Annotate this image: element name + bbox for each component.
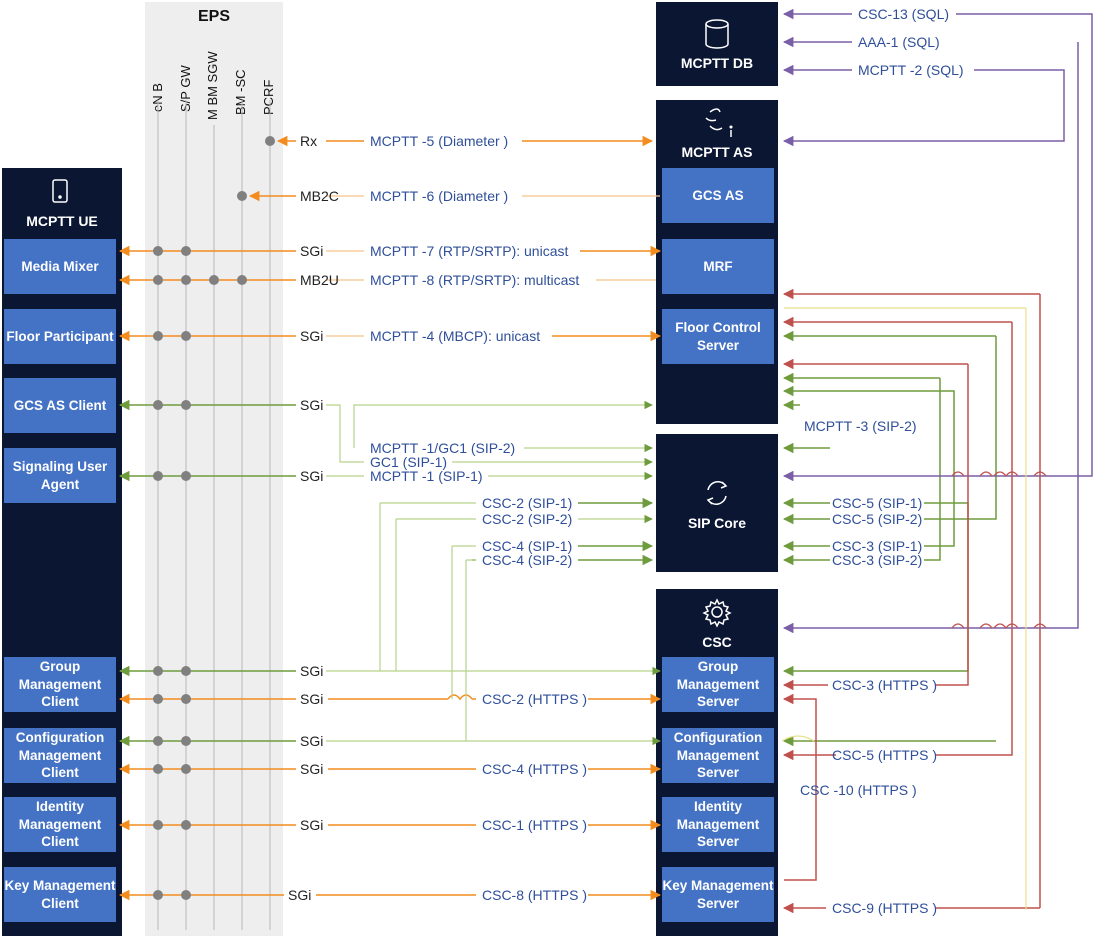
sgi-label-group-2: SGi — [300, 691, 324, 707]
aaa1-label: AAA-1 (SQL) — [858, 34, 940, 50]
sync-icon — [706, 481, 728, 505]
sgi-label-identity: SGi — [300, 817, 324, 833]
csc10-https-label: CSC -10 (HTTPS ) — [800, 782, 917, 798]
csc-identity-management-server: Identity Management Server — [662, 797, 774, 852]
ue-configuration-management-client: Configuration Management Client — [4, 728, 116, 783]
csc3-https-label: CSC-3 (HTTPS ) — [832, 677, 937, 693]
mcptt5-label: MCPTT -5 (Diameter ) — [370, 133, 509, 149]
csc4-sip1-label: CSC-4 (SIP-1) — [482, 538, 573, 554]
csc2-https-label: CSC-2 (HTTPS ) — [482, 691, 587, 707]
sip-core-box — [656, 434, 778, 572]
csc-group-management-server: Group Management Server — [662, 657, 774, 712]
phone-icon — [52, 179, 68, 203]
sgi-label-config-2: SGi — [300, 761, 324, 777]
csc-configuration-management-server: Configuration Management Server — [662, 728, 774, 783]
csc5-https-label: CSC-5 (HTTPS ) — [832, 747, 937, 763]
rx-label: Rx — [300, 133, 318, 149]
as-gcs-as: GCS AS — [662, 168, 774, 223]
csc-title: CSC — [702, 634, 732, 650]
csc8-https-label: CSC-8 (HTTPS ) — [482, 887, 587, 903]
csc1-https-label: CSC-1 (HTTPS ) — [482, 817, 587, 833]
mcptt6-label: MCPTT -6 (Diameter ) — [370, 188, 509, 204]
mcptt-as-title: MCPTT AS — [681, 144, 753, 160]
mcptt-ue-title: MCPTT UE — [26, 213, 98, 229]
ue-identity-management-client: Identity Management Client — [4, 797, 116, 852]
mcptt3-label: MCPTT -3 (SIP-2) — [804, 418, 917, 434]
mcptt8-label: MCPTT -8 (RTP/SRTP): multicast — [370, 272, 580, 288]
csc2-sip1-label: CSC-2 (SIP-1) — [482, 495, 573, 511]
mcptt7-label: MCPTT -7 (RTP/SRTP): unicast — [370, 243, 569, 259]
ue-key-management-client: Key Management Client — [4, 867, 116, 922]
gc1-label: GC1 (SIP-1) — [370, 454, 448, 470]
mcptt1-label: MCPTT -1 (SIP-1) — [370, 468, 483, 484]
sgi-label-config-1: SGi — [300, 733, 324, 749]
mcptt4-label: MCPTT -4 (MBCP): unicast — [370, 328, 541, 344]
csc5-sip2-label: CSC-5 (SIP-2) — [832, 511, 923, 527]
eps-title: EPS — [197, 8, 230, 25]
mcptt2-label: MCPTT -2 (SQL) — [858, 62, 964, 78]
csc4-https-label: CSC-4 (HTTPS ) — [482, 761, 587, 777]
sgi-label-media: SGi — [300, 243, 324, 259]
sgi-label-gcs: SGi — [300, 397, 324, 413]
csc13-label: CSC-13 (SQL) — [858, 6, 950, 22]
csc2-sip2-label: CSC-2 (SIP-2) — [482, 511, 573, 527]
csc4-sip2-label: CSC-4 (SIP-2) — [482, 552, 573, 568]
mb2u-label: MB2U — [300, 272, 339, 288]
gear-icon — [702, 598, 732, 628]
sgi-label-key: SGi — [288, 887, 312, 903]
mcptt1-gc1-label: MCPTT -1/GC1 (SIP-2) — [370, 440, 516, 456]
mcptt-db-title: MCPTT DB — [680, 55, 754, 71]
application-server-icon — [705, 108, 733, 137]
ue-floor-participant: Floor Participant — [4, 309, 116, 364]
sgi-label-floor: SGi — [300, 328, 324, 344]
as-floor-control-server: Floor Control Server — [662, 309, 774, 364]
csc-key-management-server: Key Management Server — [662, 867, 774, 922]
as-mrf: MRF — [662, 239, 774, 294]
sgi-label-group-1: SGi — [300, 663, 324, 679]
csc3-sip2-label: CSC-3 (SIP-2) — [832, 552, 923, 568]
ue-media-mixer: Media Mixer — [4, 239, 116, 294]
sgi-label-signaling: SGi — [300, 468, 324, 484]
csc3-sip1-label: CSC-3 (SIP-1) — [832, 538, 923, 554]
database-icon — [705, 19, 729, 49]
ue-gcs-as-client: GCS AS Client — [4, 378, 116, 433]
csc9-https-label: CSC-9 (HTTPS ) — [832, 900, 937, 916]
mcptt-db-box — [656, 2, 778, 86]
csc5-sip1-label: CSC-5 (SIP-1) — [832, 495, 923, 511]
ue-group-management-client: Group Management Client — [4, 657, 116, 712]
sip-core-title: SIP Core — [687, 515, 747, 531]
ue-signaling-user-agent: Signaling User Agent — [4, 448, 116, 503]
mb2c-label: MB2C — [300, 188, 339, 204]
